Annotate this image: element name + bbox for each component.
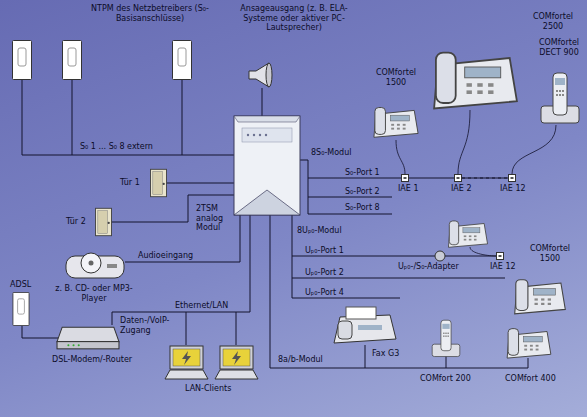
adsl-socket xyxy=(13,292,29,325)
bus-continuation xyxy=(462,178,508,179)
diagram-label: 8Uₚ₀-Modul xyxy=(297,226,342,236)
diagram-label: Tür 2 xyxy=(66,217,86,227)
diagram-label: COMfortel 2500 xyxy=(528,12,578,31)
pbx-unit xyxy=(234,116,300,215)
ntpm-socket xyxy=(173,41,192,80)
diagram-label: z. B. CD- oder MP3-Player xyxy=(48,284,140,303)
cd-player-icon xyxy=(66,253,124,278)
ntpm-socket xyxy=(63,41,82,80)
iae-socket xyxy=(509,175,516,182)
diagram-label: LAN-Clients xyxy=(185,384,231,394)
diagram-label: COMfortel DECT 900 xyxy=(536,38,582,57)
phone-icon xyxy=(448,221,487,247)
modem-icon xyxy=(57,327,119,349)
diagram-label: COMfortel 1500 xyxy=(522,244,578,263)
diagram-label: 8S₀-Modul xyxy=(311,148,351,158)
diagram-label: Uₚ₀-Port 4 xyxy=(305,288,344,298)
door-icon xyxy=(150,169,166,196)
diagram-label: ADSL xyxy=(10,280,31,290)
diagram-label: S₀-Port 8 xyxy=(345,203,380,213)
diagram-label: Daten-/VoIP-Zugang xyxy=(120,316,170,335)
diagram-label: Uₚ₀-Port 1 xyxy=(305,246,344,256)
iae-socket xyxy=(402,175,409,182)
laptop-icon xyxy=(165,346,208,379)
phone-icon xyxy=(515,280,566,314)
diagram-label: COMfort 200 xyxy=(420,374,471,384)
diagram-label: S₀-Port 2 xyxy=(345,187,380,197)
phone-icon xyxy=(374,108,418,138)
diagram-label: 2TSM analog Modul xyxy=(196,204,234,233)
diagram-label: Audioeingang xyxy=(138,251,193,261)
diagram-label: NTPM des Netzbetreibers (S₀-Basisanschlü… xyxy=(75,4,225,23)
ntpm-socket xyxy=(13,41,32,80)
wiring xyxy=(22,80,528,368)
iae-socket xyxy=(497,253,504,260)
diagram-label: Ethernet/LAN xyxy=(175,301,228,311)
iae-socket xyxy=(455,175,462,182)
phone-icon xyxy=(432,320,460,356)
fax-icon xyxy=(334,307,396,343)
speaker-icon xyxy=(249,63,272,87)
diagram-label: IAE 1 xyxy=(398,184,419,194)
diagram-label: IAE 2 xyxy=(451,184,472,194)
adapter-icon xyxy=(435,251,445,261)
diagram-label: IAE 12 xyxy=(490,262,516,272)
diagram-label: COMfortel 1500 xyxy=(370,68,422,87)
diagram-label: S₀ 1 ... S₀ 8 extern xyxy=(80,142,153,152)
diagram-label: DSL-Modem/-Router xyxy=(52,355,132,365)
diagram-label: Tür 1 xyxy=(120,178,140,188)
diagram-label: Ansageausgang (z. B. ELA-Systeme oder ak… xyxy=(238,4,350,33)
dect-icon xyxy=(541,73,579,123)
laptop-icon xyxy=(215,346,258,379)
diagram-label: Uₚ₀-Port 2 xyxy=(305,268,344,278)
phone-icon xyxy=(434,53,517,109)
diagram-label: 8a/b-Modul xyxy=(278,355,323,365)
phone-cords xyxy=(396,110,556,256)
diagram-label: COMfort 400 xyxy=(505,374,556,384)
diagram-label: Uₚ₀-/S₀-Adapter xyxy=(398,262,459,272)
diagram-label: IAE 12 xyxy=(500,184,526,194)
phone-icon xyxy=(507,329,551,358)
door-icon xyxy=(95,208,111,235)
diagram-label: Fax G3 xyxy=(372,349,399,359)
diagram-label: S₀-Port 1 xyxy=(345,168,380,178)
